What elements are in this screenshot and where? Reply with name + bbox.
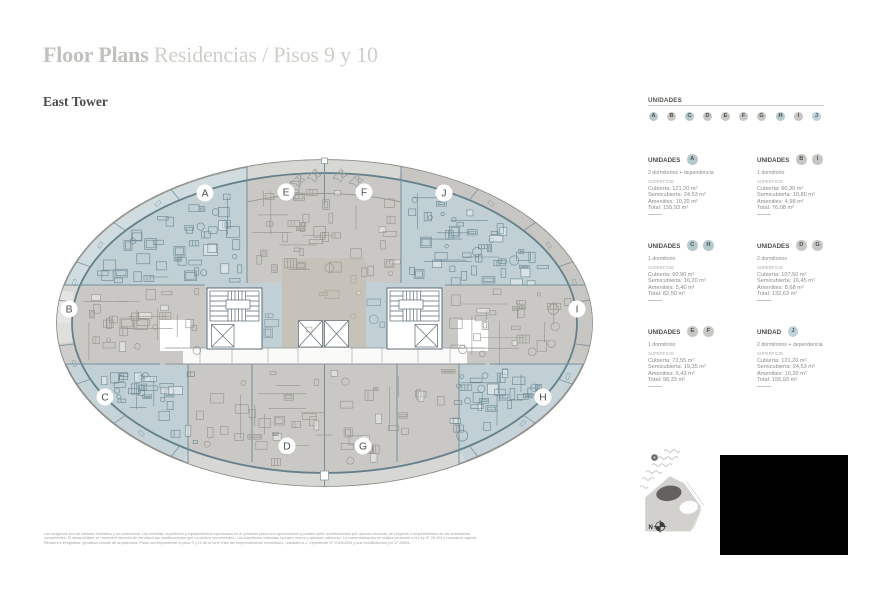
- svg-text:B: B: [66, 305, 73, 316]
- svg-text:H: H: [539, 393, 546, 404]
- svg-text:N: N: [649, 525, 653, 531]
- svg-text:G: G: [359, 442, 367, 453]
- svg-text:C: C: [101, 393, 109, 404]
- svg-text:I: I: [576, 305, 579, 316]
- svg-text:F: F: [361, 188, 367, 199]
- svg-text:A: A: [202, 189, 209, 200]
- svg-text:D: D: [283, 442, 290, 453]
- svg-text:E: E: [283, 188, 290, 199]
- svg-text:J: J: [441, 189, 446, 200]
